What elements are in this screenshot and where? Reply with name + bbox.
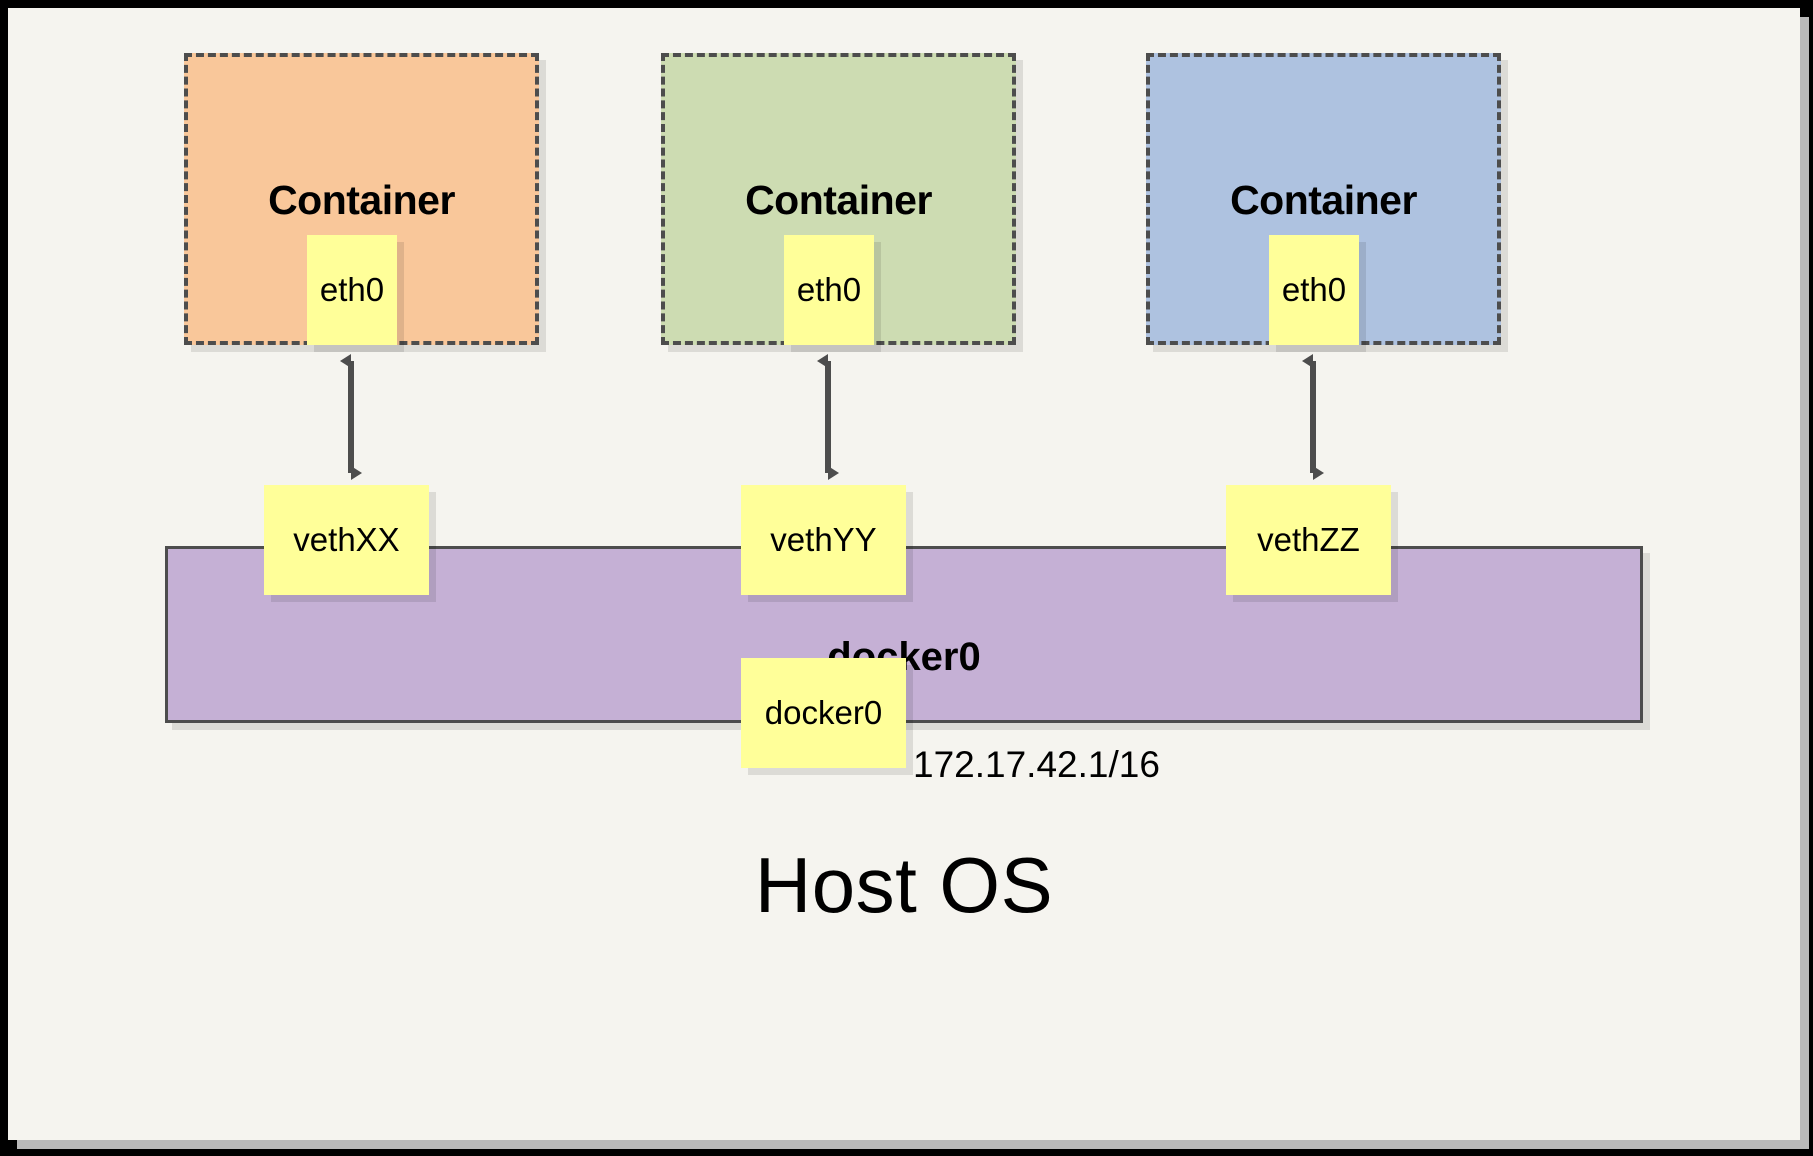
docker0-interface-label: docker0 bbox=[764, 694, 883, 731]
arrow-eth0-to-vethXX bbox=[340, 354, 362, 480]
veth-label-zz: vethZZ bbox=[1257, 521, 1360, 558]
container-title-2: Container bbox=[745, 177, 932, 223]
eth0-chip-3: eth0 bbox=[1269, 235, 1359, 345]
eth0-chip-2: eth0 bbox=[784, 235, 874, 345]
veth-label-xx: vethXX bbox=[293, 521, 400, 558]
veth-chip-zz: vethZZ bbox=[1226, 485, 1391, 595]
host-os-label: Host OS bbox=[754, 841, 1054, 929]
container-title-1: Container bbox=[268, 177, 455, 223]
veth-label-yy: vethYY bbox=[770, 521, 877, 558]
diagram-canvas: Container eth0 Container eth0 Container … bbox=[8, 8, 1800, 1140]
eth0-label-2: eth0 bbox=[796, 271, 862, 308]
veth-chip-xx: vethXX bbox=[264, 485, 429, 595]
arrow-eth0-to-vethYY bbox=[817, 354, 839, 480]
eth0-label-3: eth0 bbox=[1281, 271, 1347, 308]
docker0-ip-label: 172.17.42.1/16 bbox=[913, 744, 1160, 785]
eth0-chip-1: eth0 bbox=[307, 235, 397, 345]
eth0-label-1: eth0 bbox=[319, 271, 385, 308]
veth-chip-yy: vethYY bbox=[741, 485, 906, 595]
arrow-eth0-to-vethZZ bbox=[1302, 354, 1324, 480]
docker0-interface-chip: docker0 bbox=[741, 658, 906, 768]
container-title-3: Container bbox=[1230, 177, 1417, 223]
